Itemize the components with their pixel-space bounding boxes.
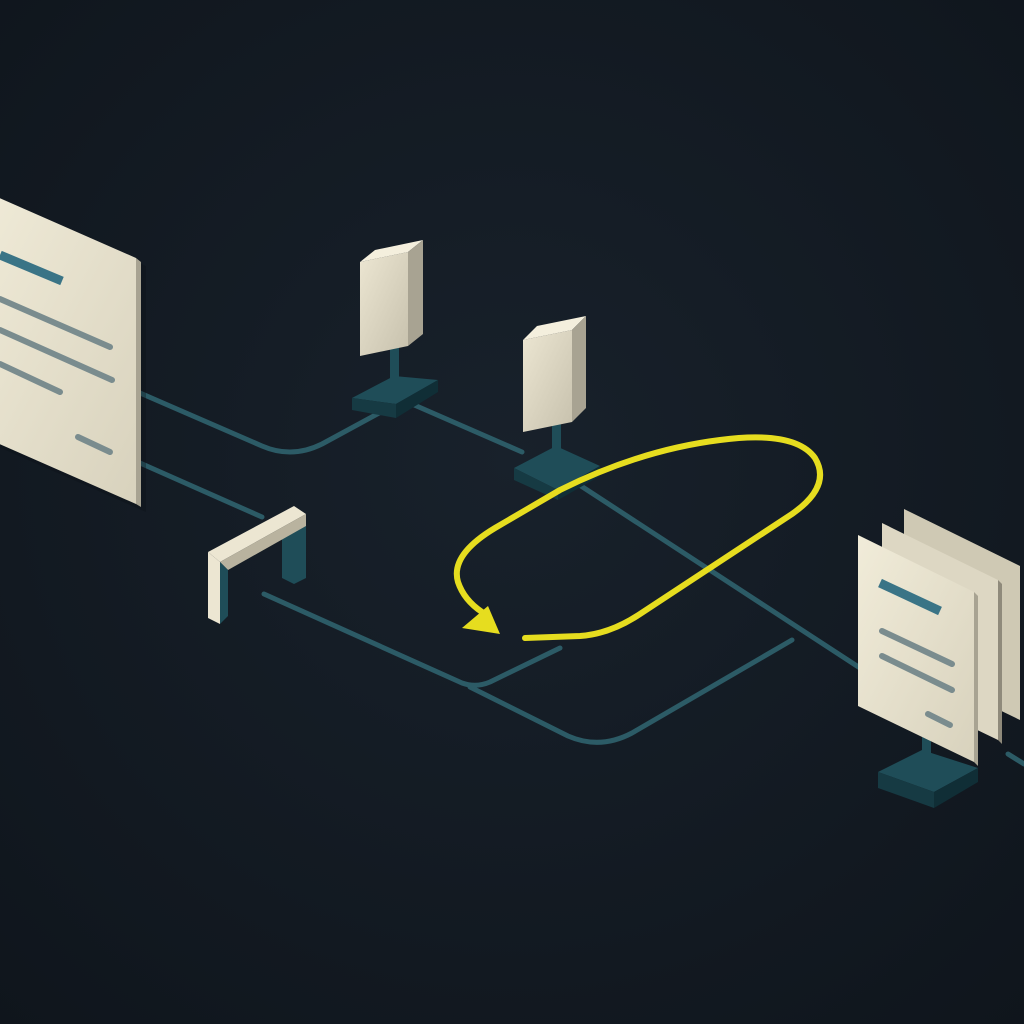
source-document-text-line-1 bbox=[0, 296, 113, 350]
checkpoint-panel-2 bbox=[514, 316, 600, 500]
output-text-line-3 bbox=[925, 711, 953, 728]
panel-2-front bbox=[523, 330, 572, 432]
panel-2-side bbox=[572, 316, 586, 422]
connector-doc-to-panel-1 bbox=[137, 390, 395, 455]
connector-lines bbox=[137, 390, 1024, 767]
source-document bbox=[0, 198, 146, 512]
output-post bbox=[922, 730, 931, 778]
output-heading-bar bbox=[878, 578, 942, 616]
output-text-line-1 bbox=[879, 628, 955, 667]
panel-2-top bbox=[523, 316, 586, 340]
feedback-loop bbox=[453, 434, 823, 641]
connector-output-exit bbox=[1005, 751, 1024, 767]
panel-1-side bbox=[408, 240, 423, 346]
source-document-text-line-2 bbox=[0, 327, 115, 383]
output-document-stack bbox=[858, 509, 1020, 808]
gate bbox=[208, 506, 306, 624]
source-document-heading-bar bbox=[0, 250, 64, 286]
panel-2-post bbox=[552, 420, 561, 472]
source-document-page bbox=[0, 198, 136, 504]
gate-top-bar bbox=[208, 506, 306, 562]
connector-panel-2-to-output bbox=[575, 481, 863, 671]
connector-doc-to-gate bbox=[137, 460, 265, 520]
connector-panel-1-to-panel-2 bbox=[409, 401, 525, 455]
loop-arrowhead bbox=[462, 606, 500, 634]
panel-1-post bbox=[390, 340, 399, 392]
gate-front-post bbox=[208, 552, 220, 624]
loop-arrow-icon bbox=[453, 434, 823, 641]
connector-gate-to-junction bbox=[261, 591, 563, 688]
connector-lower-route bbox=[467, 637, 795, 745]
source-document-text-line-4 bbox=[75, 434, 113, 455]
output-text-line-2 bbox=[879, 653, 955, 693]
panel-1-top bbox=[360, 240, 423, 262]
source-document-text-line-3 bbox=[0, 361, 63, 395]
panel-1-front bbox=[360, 252, 408, 356]
checkpoint-panel-1 bbox=[352, 240, 438, 418]
